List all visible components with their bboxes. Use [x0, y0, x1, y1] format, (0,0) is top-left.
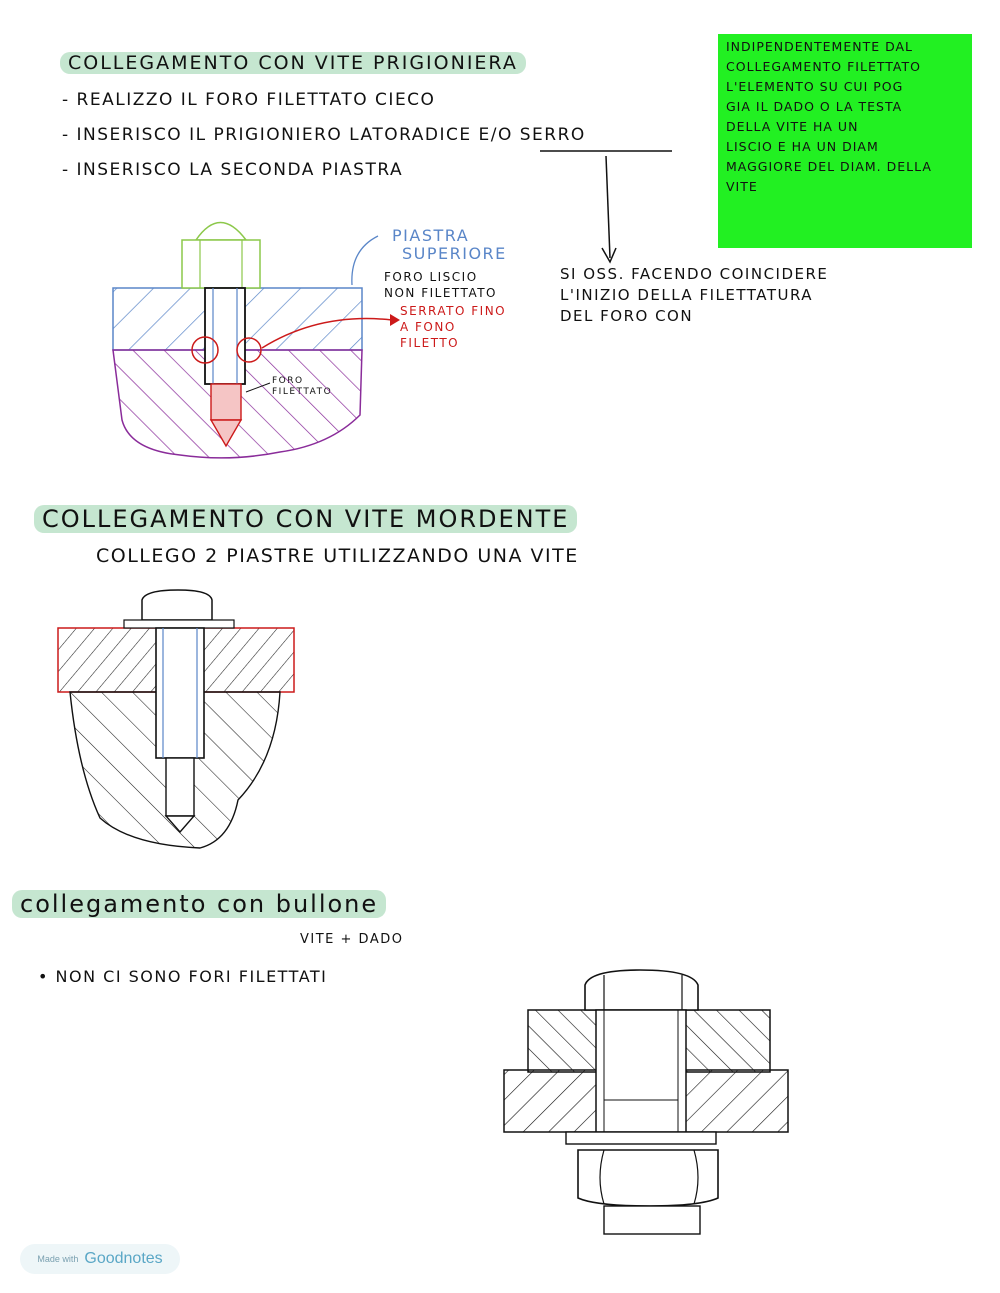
note-line: vite — [726, 179, 758, 194]
section3-title: collegamento con bullone — [12, 890, 387, 918]
goodnotes-badge: Made with Goodnotes — [20, 1244, 180, 1274]
section1-item-3: - inserisco la seconda piastra — [62, 160, 404, 180]
section3-bullet: • non ci sono fori filettati — [38, 967, 328, 986]
made-with-label: Made with — [37, 1254, 79, 1264]
arrow-note-1: si oss. facendo coincidere — [560, 265, 829, 283]
arrow-note-3: del foro con — [560, 307, 694, 325]
label-foro-liscio-2: non filettato — [384, 286, 497, 300]
label-serrato-3: filetto — [400, 336, 460, 350]
goodnotes-brand: Goodnotes — [84, 1250, 163, 1267]
note-line: liscio e ha un diam — [726, 139, 879, 154]
note-box: indipendentemente dal collegamento filet… — [718, 34, 972, 248]
note-line: maggiore del diam. della — [726, 159, 932, 174]
prigioniera-drawing — [112, 221, 400, 459]
label-piastra-1: piastra — [392, 226, 470, 245]
mordente-drawing — [57, 589, 295, 849]
section2-title: collegamento con vite mordente — [34, 505, 578, 533]
note-line: collegamento filettato — [726, 59, 921, 74]
label-serrato-1: serrato fino — [400, 304, 507, 318]
section1-title: collegamento con vite prigioniera — [60, 52, 526, 74]
bullone-drawing — [503, 969, 789, 1235]
note-line: indipendentemente dal — [726, 39, 914, 54]
arrow-note-2: l'inizio della filettatura — [560, 286, 814, 304]
note-line: gia il dado o la testa — [726, 99, 903, 114]
section2-subtitle: collego 2 piastre utilizzando una vite — [96, 545, 579, 567]
section1-item-1: - realizzo il foro filettato cieco — [62, 90, 436, 110]
note-line: della vite ha un — [726, 119, 859, 134]
section1-item-2: - inserisco il prigioniero latoradice e/… — [62, 125, 586, 145]
section3-sub-label: vite + dado — [300, 932, 404, 947]
note-line: l'elemento su cui pog — [726, 79, 904, 94]
label-foro-liscio-1: foro liscio — [384, 270, 478, 284]
label-piastra-2: superiore — [402, 244, 507, 263]
label-serrato-2: a fono — [400, 320, 456, 334]
